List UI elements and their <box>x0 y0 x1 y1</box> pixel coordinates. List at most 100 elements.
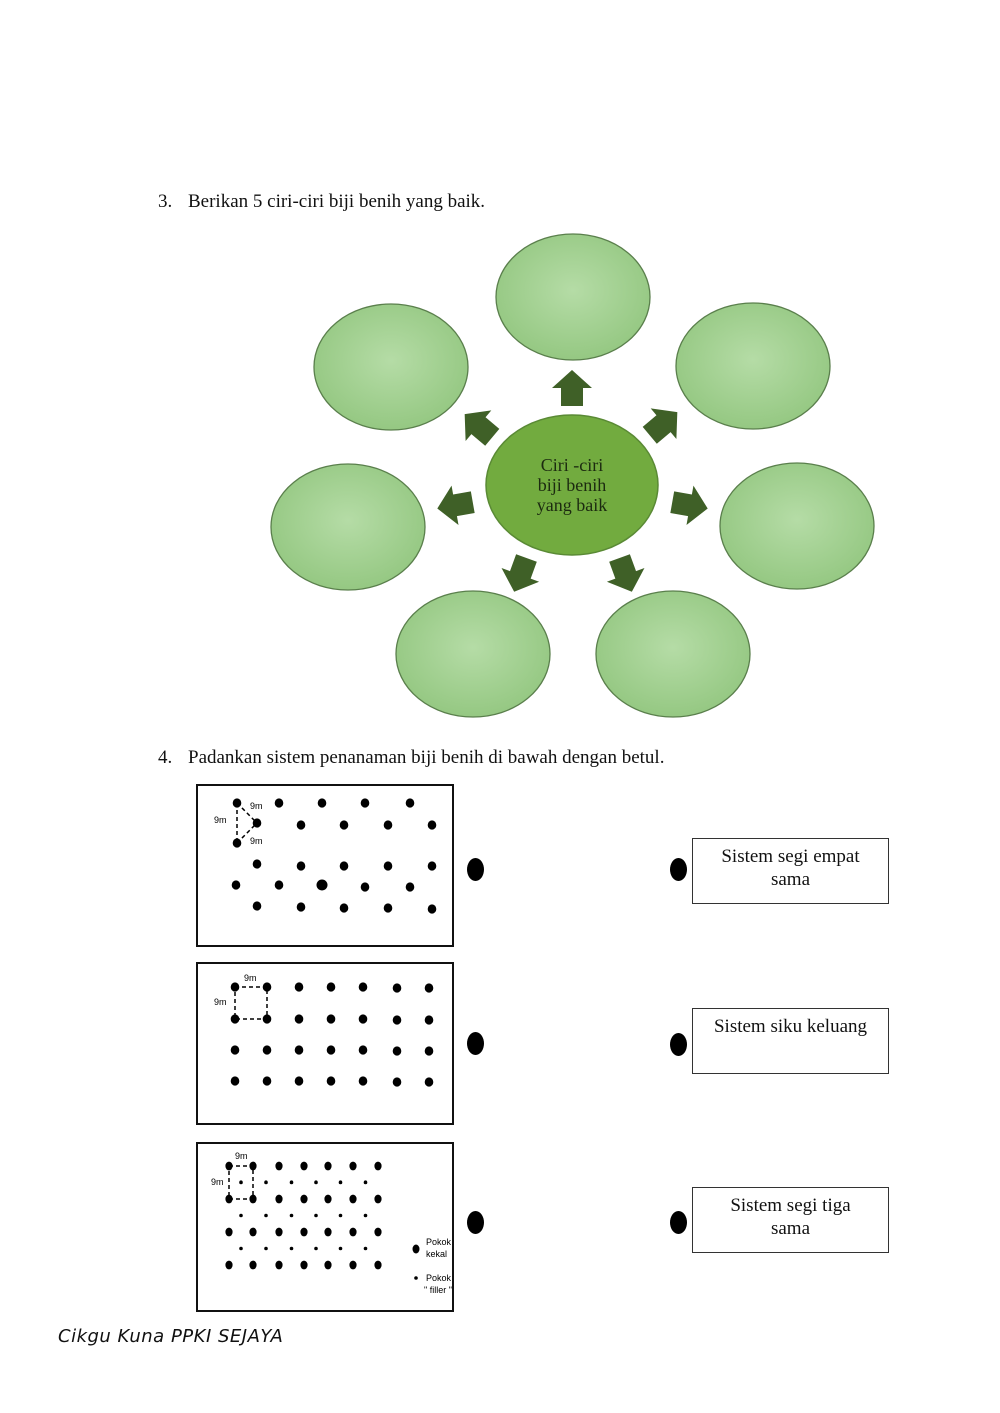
plant-dot <box>427 820 437 830</box>
answer-bubble-5[interactable] <box>719 462 875 590</box>
arrow-icon-7 <box>606 554 645 592</box>
plant-dot <box>230 1045 240 1055</box>
answer-bubble-2[interactable] <box>313 303 469 431</box>
p2-label-v: 9m <box>214 997 227 1007</box>
question-3-text: Berikan 5 ciri-ciri biji benih yang baik… <box>188 191 486 212</box>
plant-dot <box>252 901 262 911</box>
center-bubble <box>485 414 659 556</box>
plant-dot <box>326 1014 336 1024</box>
plant-dot <box>358 1045 368 1055</box>
center-label: Ciri -ciri biji benih yang baik <box>508 455 636 515</box>
plant-dot <box>296 902 306 912</box>
triangle-dot-grid: 9m 9m 9m <box>214 798 437 914</box>
filler-dot <box>363 1180 368 1184</box>
plant-dot <box>392 1046 402 1056</box>
answer-bubble-3[interactable] <box>675 302 831 430</box>
match-dot-right-3[interactable] <box>670 1211 687 1234</box>
plant-dot <box>405 882 415 892</box>
match-dot-left-3[interactable] <box>467 1211 484 1234</box>
plant-dot <box>326 982 336 992</box>
plant-dot <box>275 1194 283 1204</box>
question-3-number: 3. <box>158 191 173 212</box>
answer-bubble-7[interactable] <box>595 590 751 718</box>
mind-map-diagram <box>270 233 875 718</box>
center-label-line-3: yang baik <box>536 495 608 515</box>
filler-dot <box>363 1246 368 1251</box>
plant-dot <box>349 1194 357 1204</box>
plant-dot <box>275 1161 283 1171</box>
center-label-line-1: Ciri -ciri <box>540 455 604 475</box>
plant-dot <box>383 820 393 830</box>
filler-dot <box>289 1246 294 1251</box>
plant-dot <box>324 1161 332 1171</box>
legend-permanent-b: kekal <box>426 1249 447 1259</box>
filler-dot <box>338 1246 343 1251</box>
plant-dot <box>296 820 306 830</box>
plant-dot <box>358 982 368 992</box>
filler-dot <box>264 1246 268 1251</box>
match-dot-right-2[interactable] <box>670 1033 687 1056</box>
answer-1-line-1: Sistem segi empat <box>721 846 860 867</box>
question-4-text: Padankan sistem penanaman biji benih di … <box>188 747 665 768</box>
answer-bubble-4[interactable] <box>270 463 426 591</box>
planting-diagram-triangle: 9m 9m 9m <box>196 784 454 947</box>
plant-dot <box>231 880 241 890</box>
answer-bubble-6[interactable] <box>395 590 551 718</box>
plant-dot <box>424 1077 434 1087</box>
plant-dot <box>275 1260 283 1270</box>
plant-dot <box>294 1045 304 1055</box>
plant-dot <box>324 1194 332 1204</box>
plant-dot <box>339 903 349 913</box>
filler-dot <box>338 1180 343 1184</box>
plant-dot <box>427 861 437 871</box>
plant-dot <box>358 1076 368 1086</box>
match-dot-right-1[interactable] <box>670 858 687 881</box>
plant-dot <box>326 1045 336 1055</box>
question-4: 4.Padankan sistem penanaman biji benih d… <box>158 747 664 769</box>
p3-label-h: 9m <box>235 1151 248 1161</box>
match-dot-left-2[interactable] <box>467 1032 484 1055</box>
plant-dot <box>249 1227 257 1237</box>
filler-dot <box>314 1180 318 1184</box>
plant-dot <box>374 1161 382 1171</box>
filler-dot <box>289 1180 294 1184</box>
filler-dot <box>264 1180 268 1184</box>
plant-dot <box>300 1194 308 1204</box>
plant-dot <box>316 879 328 891</box>
plant-dot <box>296 861 306 871</box>
plant-dot <box>275 1227 283 1237</box>
plant-dot <box>326 1076 336 1086</box>
plant-dot <box>427 904 437 914</box>
arrow-icon-2 <box>464 410 500 446</box>
plant-dot <box>339 820 349 830</box>
filler-dot <box>363 1213 368 1218</box>
answer-1-line-2: sama <box>770 869 811 890</box>
plant-dot <box>383 861 393 871</box>
plant-dot <box>349 1227 357 1237</box>
plant-dot <box>392 1077 402 1087</box>
match-dot-left-1[interactable] <box>467 858 484 881</box>
plant-dot <box>294 1076 304 1086</box>
filler-dot <box>314 1246 318 1251</box>
plant-dot <box>300 1161 308 1171</box>
plant-dot <box>339 861 349 871</box>
plant-dot <box>294 982 304 992</box>
plant-dot <box>252 859 262 869</box>
answer-bubble-1[interactable] <box>495 233 651 361</box>
plant-dot <box>392 983 402 993</box>
p1-label-v: 9m <box>214 815 227 825</box>
plant-dot <box>225 1260 233 1270</box>
plant-dot <box>360 798 370 808</box>
plant-dot <box>324 1260 332 1270</box>
filler-dot <box>239 1246 243 1251</box>
plant-dot <box>317 798 327 808</box>
plant-dot <box>274 798 284 808</box>
arrow-icon-5 <box>670 485 708 526</box>
plant-dot <box>324 1227 332 1237</box>
arrow-icon-6 <box>501 554 540 592</box>
plant-dot <box>374 1194 382 1204</box>
p2-label-h: 9m <box>244 973 257 983</box>
legend-filler-a: Pokok <box>426 1273 452 1283</box>
plant-dot <box>374 1227 382 1237</box>
filler-dot <box>338 1213 343 1218</box>
